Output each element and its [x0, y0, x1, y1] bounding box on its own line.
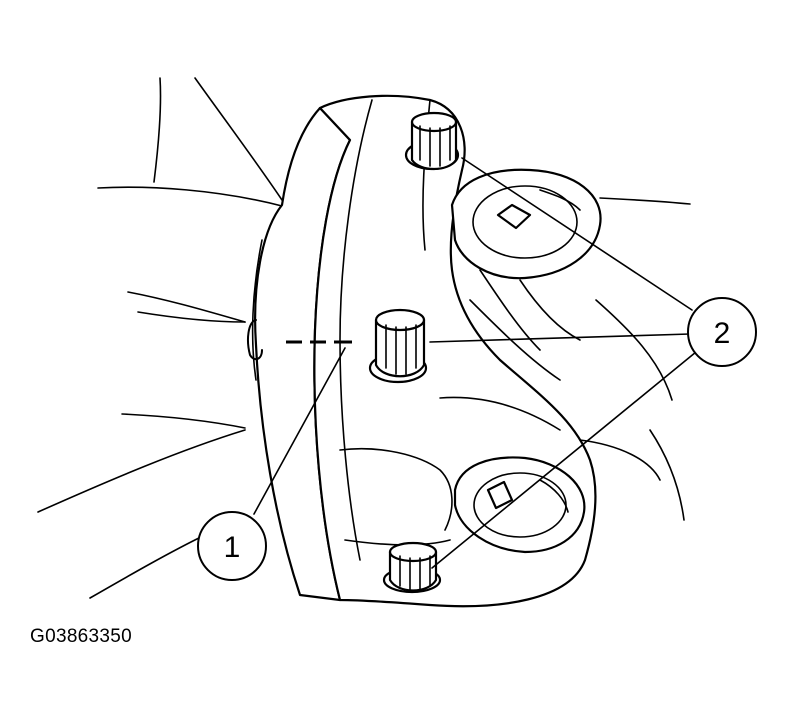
- callout-2: 2: [687, 297, 757, 367]
- bolt-middle: [368, 308, 428, 384]
- figure-id-label: G03863350: [30, 626, 133, 647]
- callout-1: 1: [197, 511, 267, 581]
- lower-yoke-ear: [453, 439, 661, 554]
- callout-1-label: 1: [224, 531, 241, 564]
- callout-2-label: 2: [714, 317, 731, 350]
- leader-lines: [253, 157, 697, 569]
- bolt-top: [404, 111, 460, 171]
- background-housing-lines: [37, 77, 691, 599]
- bolt-bottom: [382, 541, 442, 594]
- upper-yoke-ear: [450, 168, 602, 351]
